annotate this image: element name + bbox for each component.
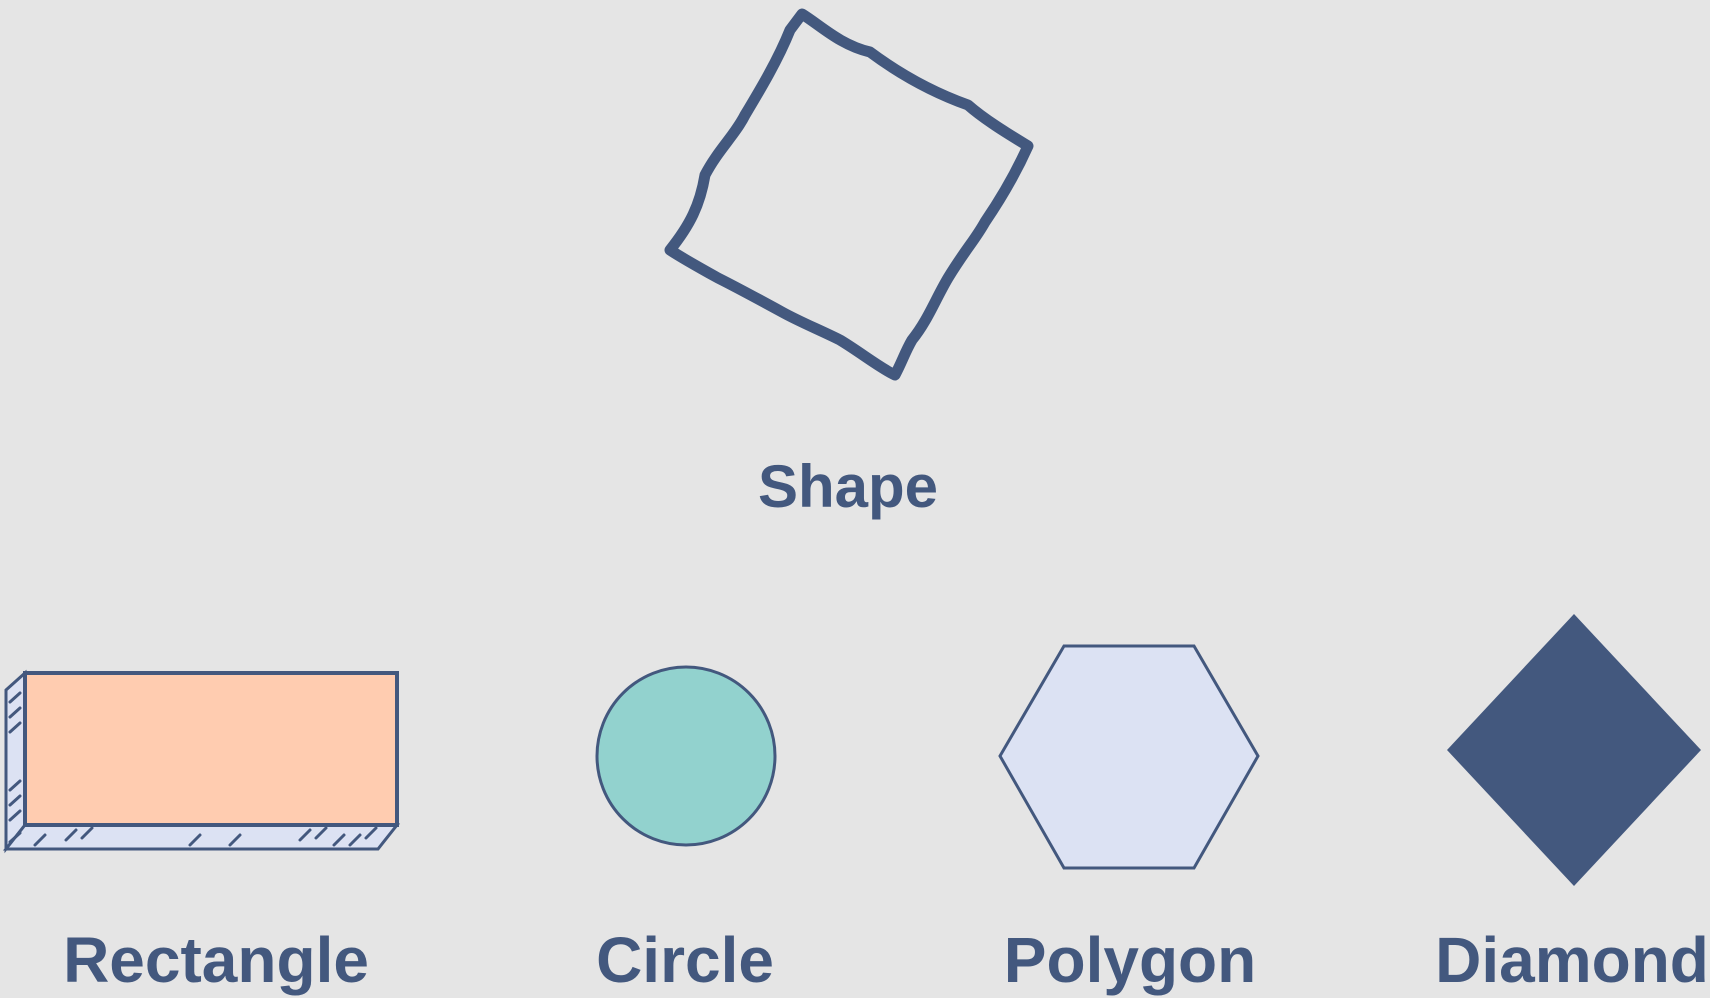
shape-square-outline: [664, 8, 1034, 381]
shape-label: Shape: [757, 453, 939, 520]
diamond-label: Diamond: [1435, 924, 1709, 996]
circle-label: Circle: [596, 924, 774, 996]
circle-shape: [595, 665, 777, 847]
polygon-shape: [998, 644, 1260, 870]
diamond-shape: [1447, 614, 1701, 886]
polygon-label: Polygon: [1003, 924, 1257, 996]
rectangle-label: Rectangle: [63, 924, 369, 996]
rectangle-shape: [2, 669, 401, 854]
